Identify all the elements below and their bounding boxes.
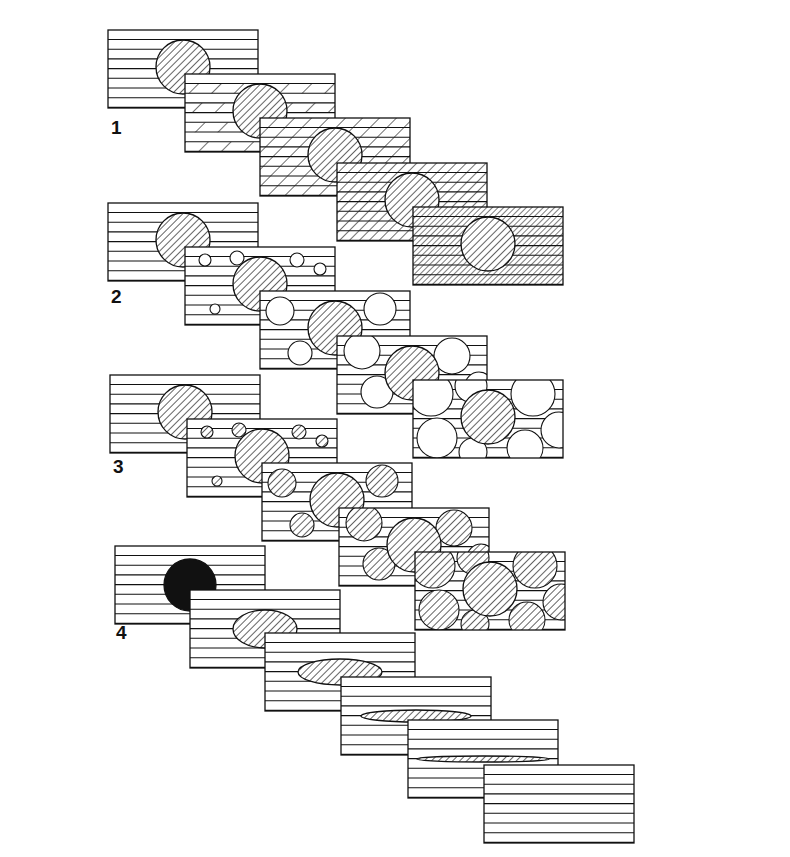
rock-panel — [409, 370, 577, 466]
grain-circle — [461, 390, 515, 444]
rock-panel — [411, 542, 579, 638]
series-number: 4 — [116, 623, 127, 642]
series-number: 1 — [111, 118, 122, 137]
rock-panel — [484, 765, 634, 843]
series-number: 2 — [111, 287, 122, 306]
rock-panel — [413, 207, 563, 294]
grain-circle — [463, 562, 517, 616]
grain-ellipse — [417, 756, 549, 762]
grain-circle — [156, 213, 210, 267]
series-number: 3 — [113, 457, 124, 476]
grain-circle — [158, 385, 212, 439]
grain-circle — [461, 217, 515, 271]
